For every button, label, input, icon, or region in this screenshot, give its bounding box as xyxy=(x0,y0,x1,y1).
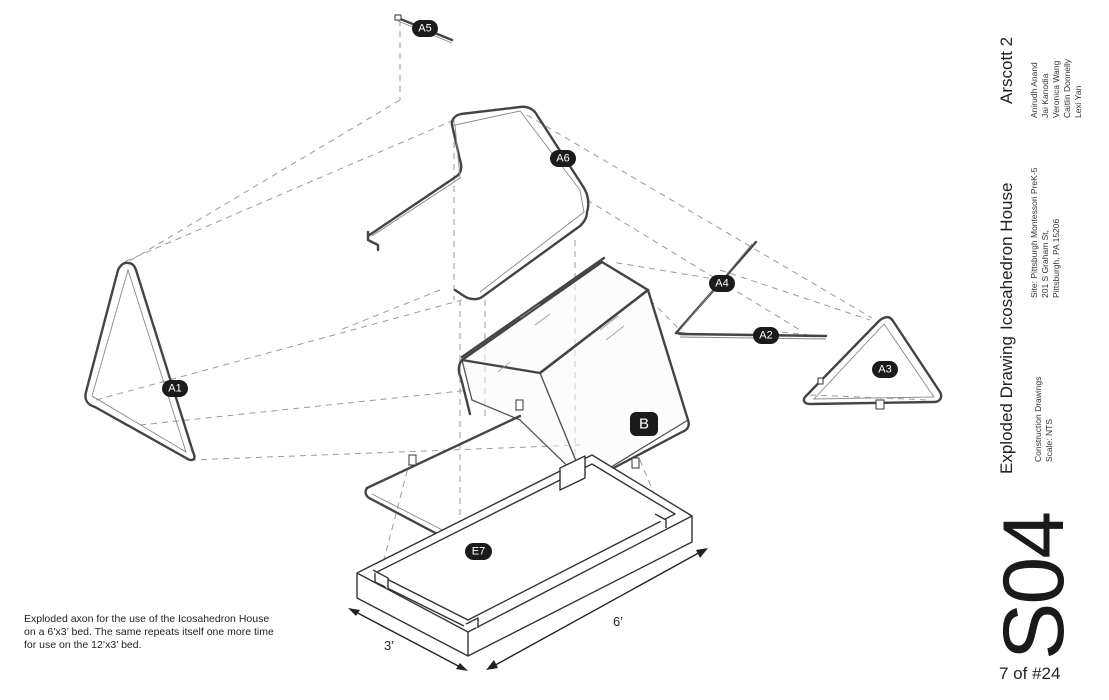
tag-e7: E7 xyxy=(465,543,492,560)
drawing-caption: Exploded axon for the use of the Icosahe… xyxy=(24,613,274,651)
tag-b: B xyxy=(630,412,658,436)
site-line: 201 S Graham St, xyxy=(1040,229,1050,298)
team-member: Lexi Yan xyxy=(1073,85,1083,118)
team-member: Veronica Wang xyxy=(1051,60,1061,118)
tag-e7-label: E7 xyxy=(472,546,485,558)
exploded-axon-drawing: 3’ 6’ A5 A6 A4 A2 A3 A1 B E7 xyxy=(84,14,943,671)
part-b-enclosure xyxy=(457,256,690,485)
sheet-note: Construction Drawings xyxy=(1033,376,1043,462)
part-a3-frame xyxy=(802,316,943,410)
project-name: Arscott 2 xyxy=(997,36,1016,104)
title-block: Arscott 2 Anirudh Anand Jai Kanodia Vero… xyxy=(985,0,1109,700)
site-address: Site: Pittsburgh Montessori PreK-5 201 S… xyxy=(1029,168,1062,298)
tag-b-label: B xyxy=(639,416,649,433)
tag-a2-label: A2 xyxy=(759,330,772,342)
part-a1-frame xyxy=(84,261,196,462)
team-list: Anirudh Anand Jai Kanodia Veronica Wang … xyxy=(1029,59,1084,118)
tag-a6-label: A6 xyxy=(556,153,569,165)
part-a2-rod xyxy=(678,332,828,340)
dimension-length xyxy=(486,548,708,670)
tag-a1: A1 xyxy=(162,380,188,397)
tag-a5-label: A5 xyxy=(418,23,431,35)
tag-a3-label: A3 xyxy=(878,364,891,376)
site-line: Pittsburgh, PA 15206 xyxy=(1051,218,1061,298)
sheet-count: 7 of #24 xyxy=(999,664,1061,683)
sheet-notes: Construction Drawings Scale: NTS xyxy=(1033,376,1055,462)
tag-a4-label: A4 xyxy=(715,278,728,290)
tag-a2: A2 xyxy=(753,327,779,344)
dimension-width-label: 3’ xyxy=(384,638,394,653)
tag-a4: A4 xyxy=(709,275,735,292)
house-name: Icosahedron House xyxy=(997,182,1016,330)
dimension-length-label: 6’ xyxy=(613,614,623,629)
tag-a3: A3 xyxy=(872,361,898,378)
sheet-code: S04 xyxy=(986,512,1082,660)
team-member: Caitlin Donnelly xyxy=(1062,58,1072,118)
tag-a6: A6 xyxy=(550,150,576,167)
wooden-bed-base xyxy=(356,454,693,657)
team-member: Anirudh Anand xyxy=(1029,62,1039,118)
assembly-guide-lines xyxy=(95,20,931,576)
dimension-width xyxy=(348,608,468,671)
part-a6-frame xyxy=(366,105,590,301)
team-member: Jai Kanodia xyxy=(1040,73,1050,118)
tag-a1-label: A1 xyxy=(168,383,181,395)
site-line: Site: Pittsburgh Montessori PreK-5 xyxy=(1029,167,1039,298)
tag-a5: A5 xyxy=(412,20,438,37)
sheet-title: Exploded Drawing xyxy=(997,336,1016,474)
sheet-note: Scale: NTS xyxy=(1044,419,1054,462)
